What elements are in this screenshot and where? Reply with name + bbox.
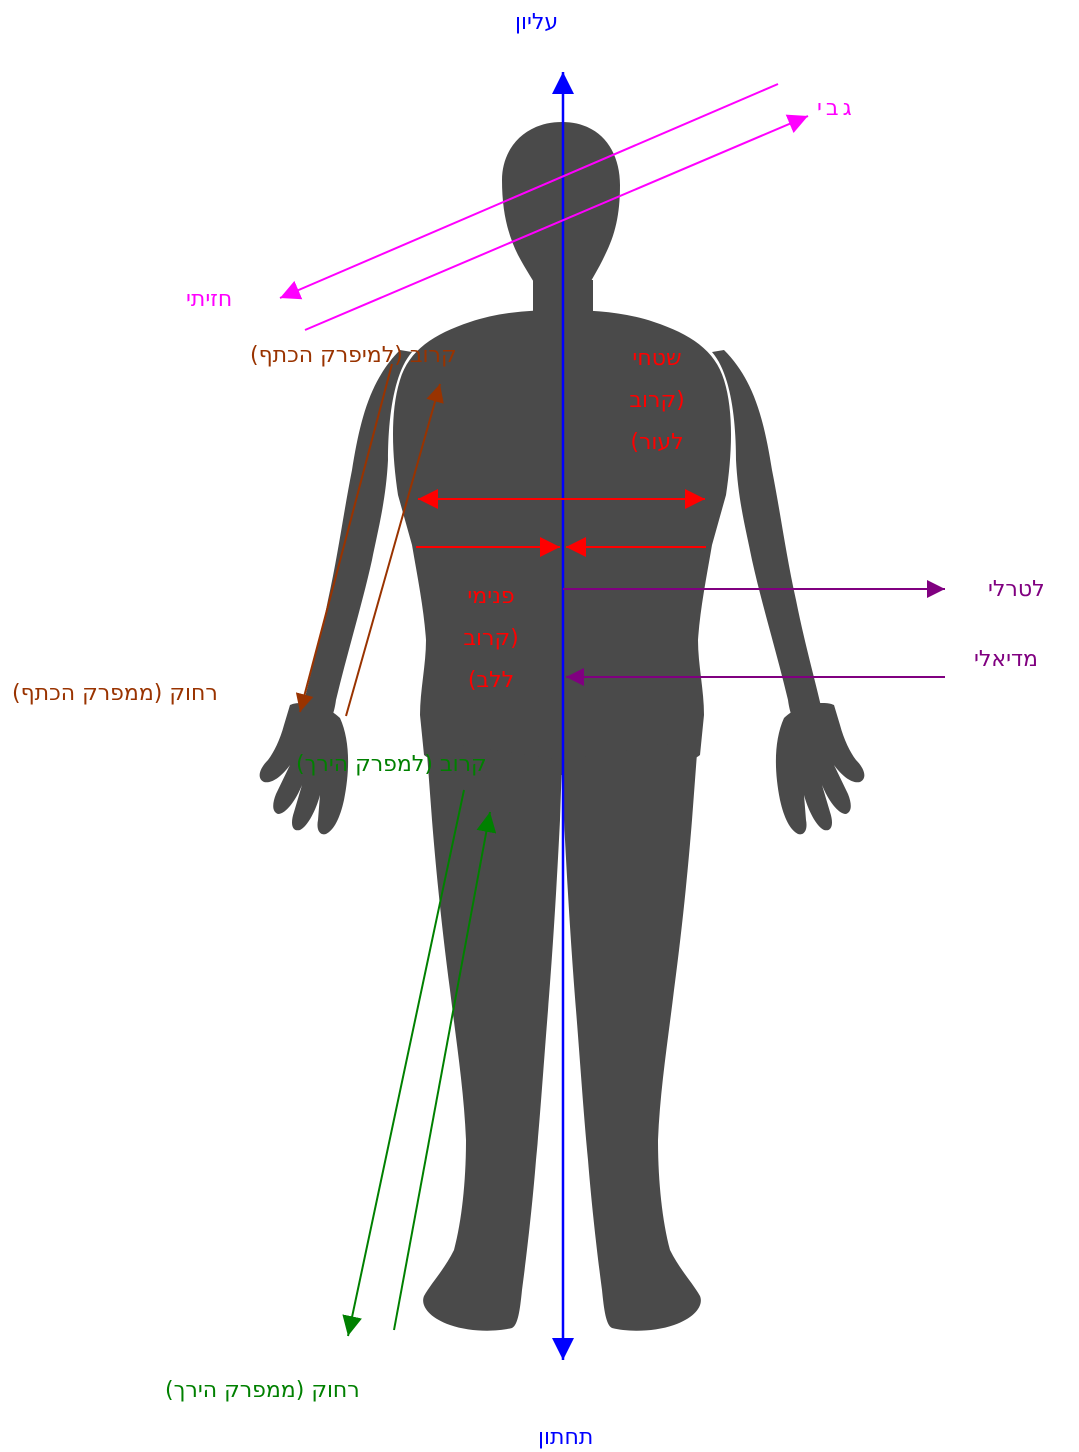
- label-superior: עליון: [515, 10, 558, 36]
- label-distal-shoulder: רחוק (ממפרק הכתף): [12, 681, 218, 707]
- label-superficial-line-1: שטחי: [612, 338, 702, 380]
- label-internal-line-1: פנימי: [446, 576, 536, 618]
- label-inferior: תחתון: [538, 1425, 593, 1451]
- label-superficial-line-3: לעור): [612, 422, 702, 464]
- label-internal-line-3: ללב): [446, 660, 536, 702]
- label-internal: פנימי (קרוב ללב): [446, 576, 536, 702]
- label-superficial: שטחי (קרוב לעור): [612, 338, 702, 464]
- label-medial: מדיאלי: [974, 647, 1038, 673]
- label-distal-hip: רחוק (ממפרק הירך): [165, 1378, 360, 1404]
- label-anterior: חזיתי: [186, 287, 232, 313]
- label-posterior: גבי: [817, 96, 856, 122]
- label-proximal-hip: קרוב (למפרק הירך): [296, 752, 487, 778]
- distal-hip-arrow: [348, 790, 464, 1336]
- label-proximal-shoulder: קרוב (למיפרק הכתף): [250, 343, 457, 369]
- label-internal-line-2: (קרוב: [446, 618, 536, 660]
- label-lateral: לטרלי: [988, 577, 1045, 603]
- label-superficial-line-2: (קרוב: [612, 380, 702, 422]
